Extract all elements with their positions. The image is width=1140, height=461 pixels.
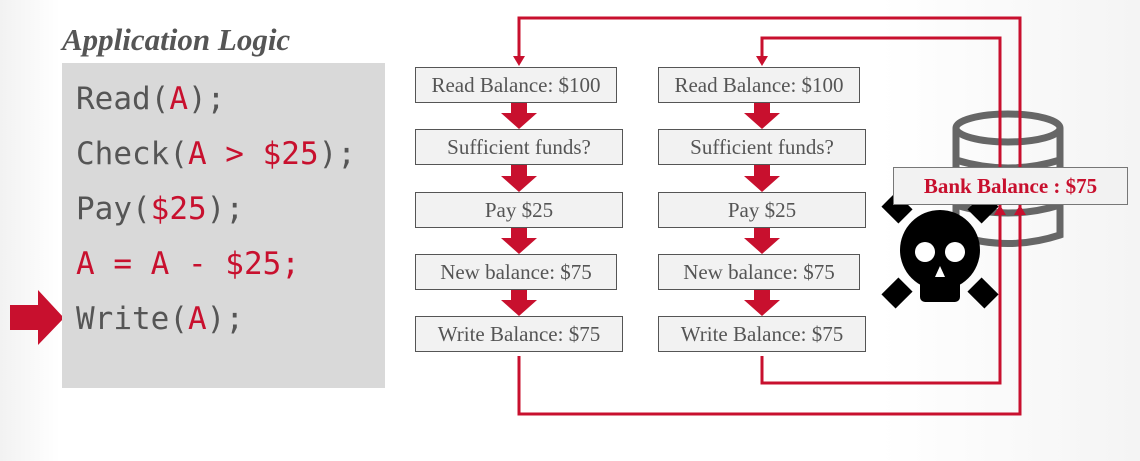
code-panel: Read(A); Check(A > $25); Pay($25); A = A… — [62, 63, 385, 388]
down-arrow-icon — [744, 290, 780, 316]
arrowheads — [513, 56, 1026, 215]
step-box: New balance: $75 — [658, 254, 860, 290]
step-box: Read Balance: $100 — [415, 67, 617, 103]
application-logic-title: Application Logic — [62, 22, 291, 57]
bank-balance-label: Bank Balance : $75 — [893, 167, 1128, 205]
step-box: Read Balance: $100 — [658, 67, 860, 103]
down-arrow-icon — [744, 165, 780, 192]
down-arrow-icon — [744, 103, 780, 129]
step-box: Sufficient funds? — [658, 129, 866, 165]
step-box: Write Balance: $75 — [415, 316, 623, 352]
database-icon — [952, 110, 1064, 247]
current-line-arrow-icon — [10, 290, 64, 345]
code-line-pay: Pay($25); — [76, 191, 244, 227]
step-box: Pay $25 — [658, 192, 866, 228]
down-arrow-icon — [501, 165, 537, 192]
step-box: Sufficient funds? — [415, 129, 623, 165]
code-line-subtract: A = A - $25; — [76, 246, 300, 282]
code-line-write: Write(A); — [76, 301, 244, 337]
code-line-check: Check(A > $25); — [76, 136, 356, 172]
code-line-read: Read(A); — [76, 81, 226, 117]
down-arrow-icon — [501, 228, 537, 254]
skull-crossbones-icon — [881, 192, 999, 309]
flow-arrows — [501, 103, 780, 316]
step-box: Pay $25 — [415, 192, 623, 228]
down-arrow-icon — [501, 290, 537, 316]
step-box: Write Balance: $75 — [658, 316, 866, 352]
down-arrow-icon — [501, 103, 537, 129]
step-box: New balance: $75 — [415, 254, 617, 290]
down-arrow-icon — [744, 228, 780, 254]
